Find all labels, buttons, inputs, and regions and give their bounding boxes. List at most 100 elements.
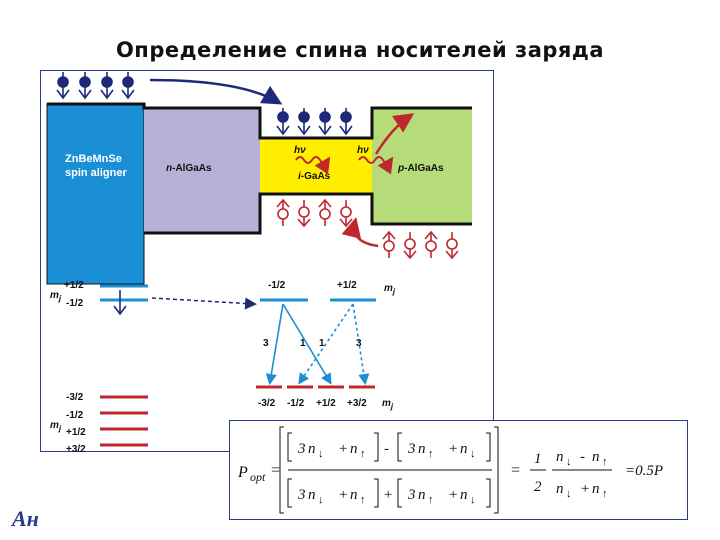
n-algaas-region bbox=[144, 108, 260, 233]
num-spin-1: ↓ bbox=[318, 448, 324, 460]
electron-on-level bbox=[113, 290, 127, 316]
hole-unpolarized bbox=[445, 232, 459, 260]
transition-line bbox=[265, 303, 284, 386]
hole-unpolarized bbox=[382, 230, 396, 258]
left-level-plus-1-2: +1/2 bbox=[66, 427, 86, 438]
num-spin-3: ↑ bbox=[428, 448, 434, 460]
polarization-formula: P opt = 3 n ↓ + n ↑ - 3 n ↑ + n ↓ 3 n ↓ … bbox=[229, 420, 688, 520]
mj-label-right-lower: mj bbox=[382, 398, 394, 411]
hole-unpolarized bbox=[318, 198, 332, 226]
num-spin-4: ↓ bbox=[470, 448, 476, 460]
electron-spin-down bbox=[100, 72, 114, 100]
den-plus-mid: + bbox=[383, 487, 393, 503]
right-level-plus-1-2: +1/2 bbox=[316, 398, 336, 409]
frac2-spin-1: ↓ bbox=[566, 456, 572, 468]
frac2-n-2: n bbox=[592, 449, 600, 465]
num-n-1: n bbox=[308, 441, 316, 457]
hole-unpolarized bbox=[424, 230, 438, 258]
photon-label-left: hν bbox=[294, 145, 306, 156]
left-level-plus-3-2: +3/2 bbox=[66, 444, 86, 455]
formula-lhs: P bbox=[237, 464, 248, 481]
well-holes bbox=[276, 198, 353, 228]
weight-1-right: 1 bbox=[319, 338, 325, 349]
half-denominator: 2 bbox=[534, 479, 542, 495]
i-layer-label: i-GaAs bbox=[298, 171, 331, 182]
level-transfer-arrow bbox=[151, 297, 257, 310]
left-level-minus-3-2: -3/2 bbox=[66, 392, 84, 403]
den-coef-1: 3 bbox=[297, 487, 306, 503]
frac2-minus: - bbox=[580, 449, 585, 465]
spin-aligner-region bbox=[46, 103, 145, 285]
formula-result: =0.5P bbox=[625, 463, 663, 479]
injected-holes bbox=[382, 230, 459, 260]
formula-equals-2: = bbox=[510, 462, 521, 479]
mj-label-right-upper: mj bbox=[384, 283, 396, 296]
right-level-minus-3-2: -3/2 bbox=[258, 398, 276, 409]
right-level-minus-half: -1/2 bbox=[268, 280, 286, 291]
hole-injection-arrow bbox=[341, 217, 379, 248]
right-level-minus-1-2: -1/2 bbox=[287, 398, 305, 409]
hole-unpolarized bbox=[297, 200, 311, 228]
weight-3-right: 3 bbox=[356, 338, 362, 349]
electron-spin-down bbox=[121, 72, 135, 100]
weight-1-left: 1 bbox=[300, 338, 306, 349]
photon-label-right: hν bbox=[357, 145, 369, 156]
den-plus-2: + bbox=[448, 487, 458, 503]
num-plus-2: + bbox=[448, 441, 458, 457]
hole-unpolarized bbox=[403, 232, 417, 260]
photon-wave-left bbox=[295, 156, 331, 175]
frac2-den-spin-2: ↑ bbox=[602, 488, 608, 500]
left-level-plus-half: +1/2 bbox=[64, 280, 84, 291]
n-layer-label: n-AlGaAs bbox=[166, 163, 212, 174]
mj-label-left-lower: mj bbox=[50, 420, 62, 433]
conduction-band-edge bbox=[47, 102, 472, 140]
frac2-spin-2: ↑ bbox=[602, 456, 608, 468]
hole-unpolarized bbox=[276, 198, 290, 226]
transition-line bbox=[352, 303, 370, 386]
electron-spin-down bbox=[297, 108, 311, 136]
num-n-4: n bbox=[460, 441, 468, 457]
frac2-den-n-1: n bbox=[556, 481, 564, 497]
hole-unpolarized bbox=[339, 200, 353, 228]
frac2-n-1: n bbox=[556, 449, 564, 465]
electron-spin-down bbox=[276, 108, 290, 136]
half-numerator: 1 bbox=[534, 451, 542, 467]
den-n-4: n bbox=[460, 487, 468, 503]
aligner-label-line2: spin aligner bbox=[65, 167, 127, 179]
valence-band-edge bbox=[144, 192, 472, 235]
num-minus: - bbox=[384, 441, 389, 457]
institute-logo: Ан bbox=[12, 506, 39, 531]
den-plus-1: + bbox=[338, 487, 348, 503]
mj-label-left-upper: mj bbox=[50, 290, 62, 303]
electron-injection-arrow bbox=[149, 78, 283, 105]
num-spin-2: ↑ bbox=[360, 448, 366, 460]
formula-lhs-sub: opt bbox=[250, 470, 266, 484]
photon-wave-right bbox=[358, 156, 394, 175]
num-coef-1: 3 bbox=[297, 441, 306, 457]
well-electrons bbox=[276, 108, 353, 136]
p-layer-label: p-AlGaAs bbox=[397, 163, 444, 174]
left-level-minus-half: -1/2 bbox=[66, 298, 84, 309]
frac2-den-plus: + bbox=[580, 481, 590, 497]
electron-spin-down bbox=[78, 72, 92, 100]
transition-line bbox=[298, 303, 354, 385]
injected-electrons bbox=[56, 72, 135, 100]
left-level-minus-1-2: -1/2 bbox=[66, 410, 84, 421]
den-n-3: n bbox=[418, 487, 426, 503]
transition-line bbox=[282, 303, 332, 385]
frac2-den-spin-1: ↓ bbox=[566, 488, 572, 500]
den-spin-1: ↓ bbox=[318, 494, 324, 506]
den-n-1: n bbox=[308, 487, 316, 503]
right-level-plus-3-2: +3/2 bbox=[347, 398, 367, 409]
right-level-plus-half: +1/2 bbox=[337, 280, 357, 291]
num-coef-2: 3 bbox=[407, 441, 416, 457]
formula-svg: P opt = 3 n ↓ + n ↑ - 3 n ↑ + n ↓ 3 n ↓ … bbox=[237, 426, 663, 514]
aligner-label-line1: ZnBeMnSe bbox=[65, 153, 122, 165]
electron-spin-down bbox=[339, 108, 353, 136]
weight-3-left: 3 bbox=[263, 338, 269, 349]
den-n-2: n bbox=[350, 487, 358, 503]
den-spin-3: ↑ bbox=[428, 494, 434, 506]
frac2-den-n-2: n bbox=[592, 481, 600, 497]
den-spin-4: ↓ bbox=[470, 494, 476, 506]
